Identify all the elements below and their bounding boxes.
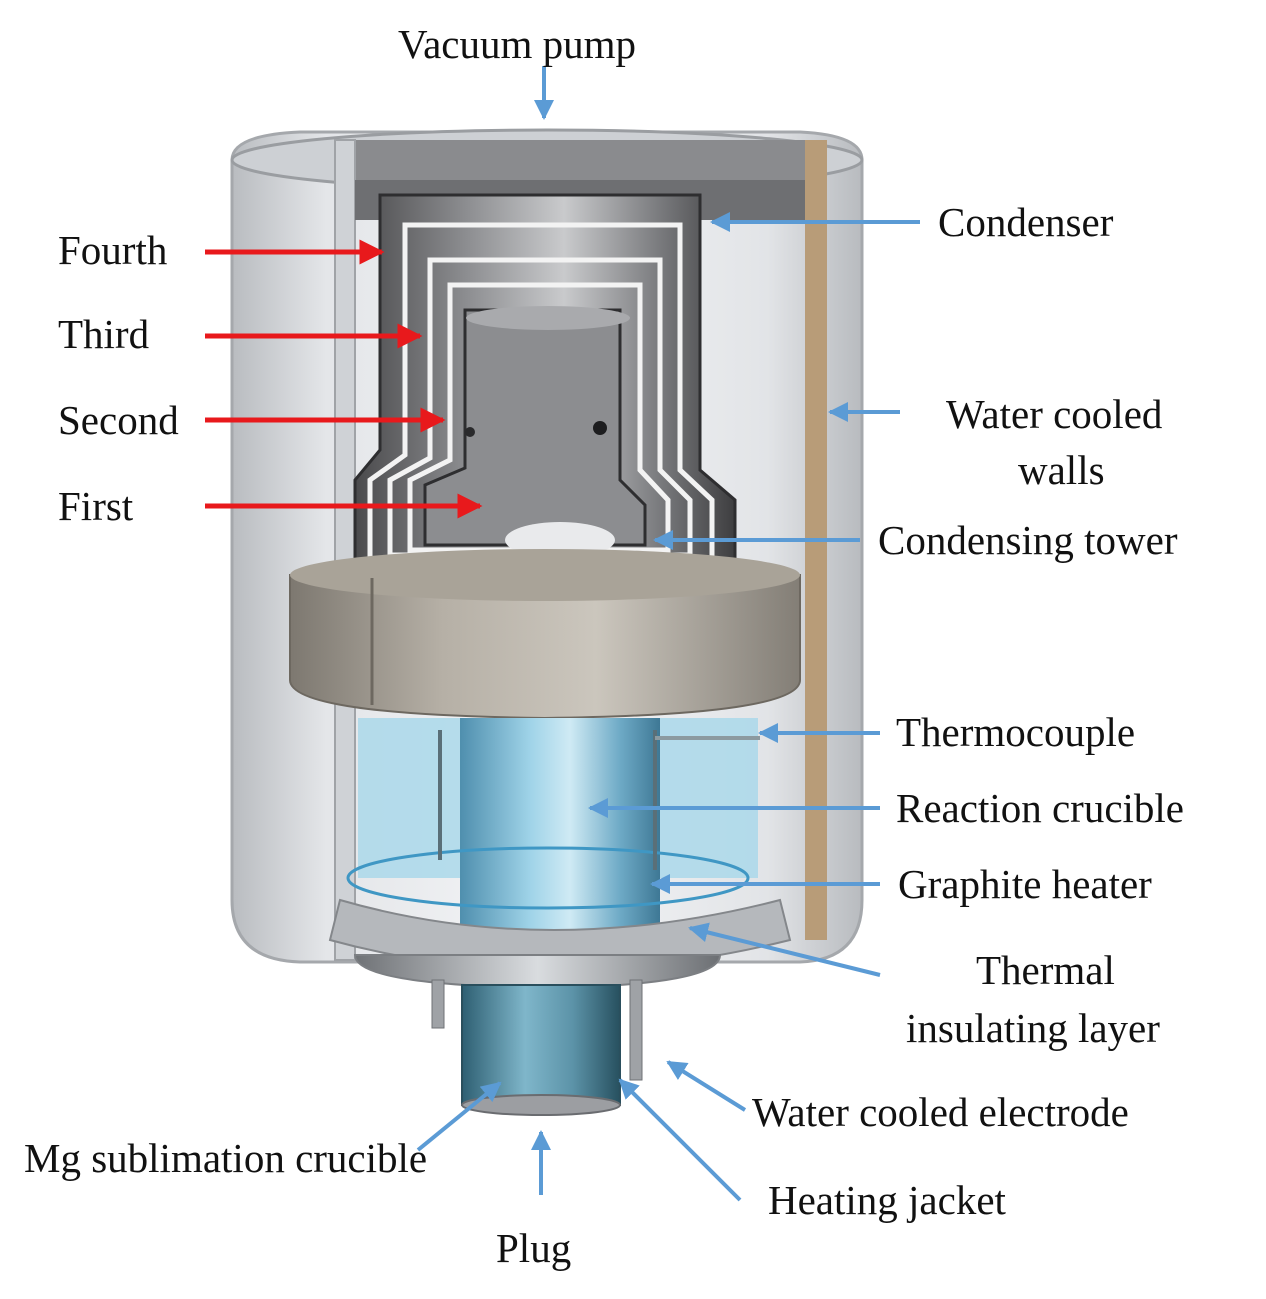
label-thermal-insulating-line2: insulating layer	[906, 1005, 1160, 1051]
arrow-water-cooled-electrode	[666, 1060, 747, 1112]
label-second: Second	[58, 397, 179, 443]
reaction-zone	[328, 718, 792, 971]
label-thermal-insulating-line1: Thermal	[976, 947, 1115, 993]
label-plug: Plug	[496, 1225, 572, 1271]
label-thermocouple: Thermocouple	[896, 709, 1136, 755]
label-water-cooled-walls-line1: Water cooled	[946, 391, 1163, 437]
label-fourth: Fourth	[58, 227, 168, 273]
arrow-thermal-insulating	[688, 922, 881, 977]
arrow-heating-jacket	[618, 1078, 742, 1202]
component-arrows	[416, 66, 920, 1202]
label-water-cooled-electrode: Water cooled electrode	[752, 1089, 1129, 1135]
label-condensing-tower: Condensing tower	[878, 517, 1178, 563]
stage-arrows	[205, 239, 483, 519]
arrow-mg-sublimation	[416, 1081, 502, 1152]
label-water-cooled-walls-line2: walls	[1018, 447, 1105, 493]
bottom-plate	[353, 954, 722, 990]
label-vacuum-pump: Vacuum pump	[398, 21, 636, 67]
separating-ring	[289, 549, 801, 720]
label-heating-jacket: Heating jacket	[768, 1177, 1006, 1223]
label-third: Third	[58, 311, 150, 357]
label-graphite-heater: Graphite heater	[898, 861, 1152, 907]
label-mg-sublimation-crucible: Mg sublimation crucible	[24, 1135, 428, 1181]
label-first: First	[58, 483, 134, 529]
condensing-tower	[353, 180, 805, 572]
label-reaction-crucible: Reaction crucible	[896, 785, 1185, 831]
label-condenser: Condenser	[938, 199, 1114, 245]
